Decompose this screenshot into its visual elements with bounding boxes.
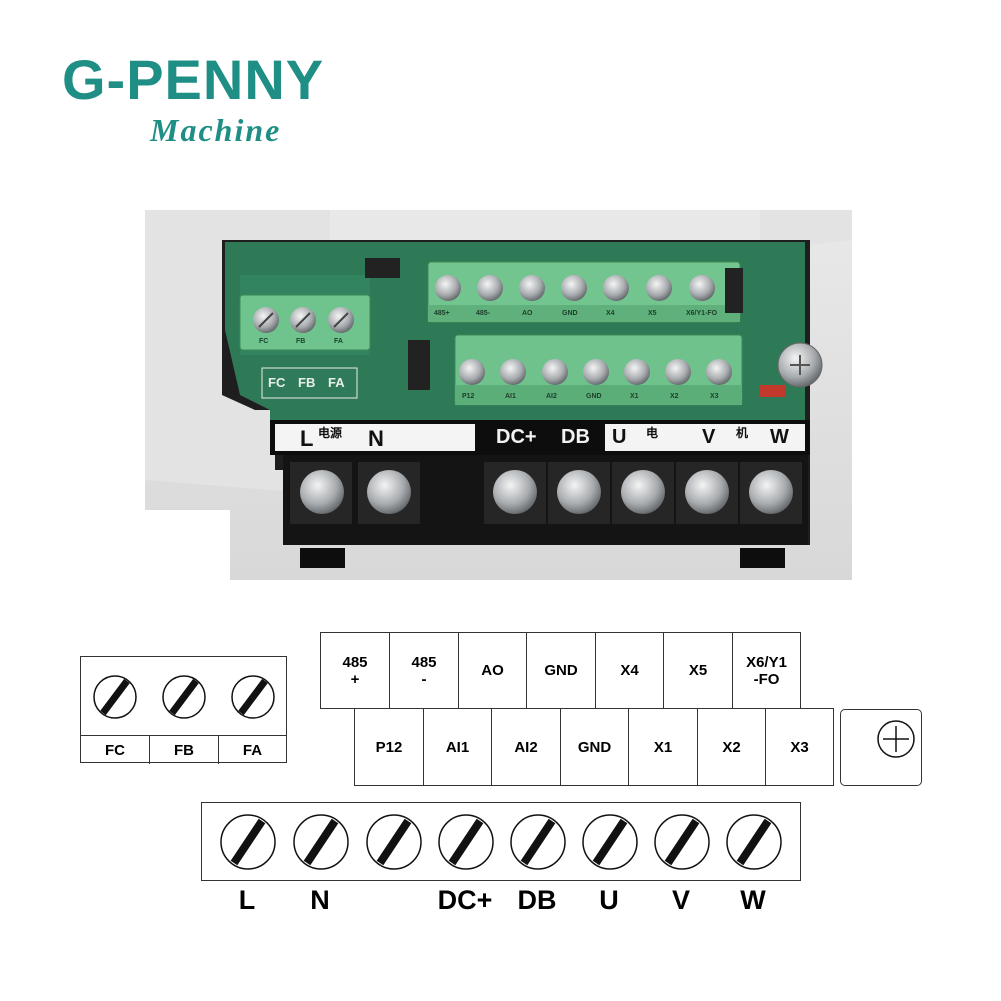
signal-terminal-bottom-photo [454,334,743,406]
brand-tagline: Machine [150,112,282,148]
photo-signal-top-label: X5 [648,310,657,317]
signal-bottom-cell: P12 [355,709,424,785]
photo-signal-top-label: AO [522,310,533,317]
power-label-l: L [238,885,256,915]
signal-bottom-cell: X1 [629,709,698,785]
photo-signal-top-label: 485+ [434,310,450,317]
power-screws [220,814,782,870]
photo-relay-label: FB [296,338,306,345]
photo-relay-label: FC [259,338,269,345]
photo-header-l: L [300,426,314,451]
screw-icon [293,814,349,870]
screw-icon [438,814,494,870]
signal-top-cell: X5 [664,633,733,708]
power-terminal-diagram [201,802,801,881]
signal-top-cell: AO [459,633,527,708]
power-header-label-ln [275,424,475,451]
signal-top-cell: X4 [596,633,664,708]
relay-label: FC [81,736,150,764]
screw-icon [582,814,638,870]
screw-icon [510,814,566,870]
photo-header-motor-cn2: 机 [736,426,749,440]
photo-signal-bottom-label: X1 [630,393,639,400]
relay-label: FA [242,741,263,759]
photo-pcb-relay-label: FB [298,375,316,390]
relay-screws [93,675,275,719]
signal-bottom-cell: GND [561,709,629,785]
photo-signal-bottom-label: GND [586,393,602,400]
screw-icon [726,814,782,870]
photo-signal-top-label: GND [562,310,578,317]
photo-header-n: N [368,426,384,451]
photo-header-l-cn: 电源 [318,426,343,440]
signal-top-cell: GND [527,633,596,708]
signal-bottom-cell: X2 [698,709,766,785]
signal-bottom-cell: AI2 [492,709,561,785]
relay-terminal-photo [239,294,371,351]
photo-header-db: DB [561,426,590,448]
screw-icon [220,814,276,870]
photo-signal-bottom-label: X3 [710,393,719,400]
relay-label: FB [150,736,219,764]
screw-icon [162,675,206,719]
power-header-label-uvw [605,424,805,451]
photo-header-dc: DC+ [496,426,537,448]
relay-label-row: FC FB FA [81,735,286,764]
screw-icon [366,814,422,870]
power-label-w: W [740,885,766,915]
relay-terminal-diagram: FC FB FA [80,656,287,764]
photo-signal-top-label: X4 [606,310,615,317]
photo-header-u: U [612,426,627,448]
power-label-u: U [599,885,619,915]
photo-signal-bottom-label: X2 [670,393,679,400]
photo-pcb-relay-label: FA [328,375,345,390]
screw-icon [93,675,137,719]
photo-signal-top-label: X6/Y1-FO [686,310,718,317]
photo-header-motor-cn1: 电 [646,426,659,440]
photo-pcb-relay-label: FC [268,375,286,390]
signal-bottom-cell: AI1 [424,709,492,785]
terminal-photo [145,210,852,580]
photo-signal-bottom-label: AI1 [505,393,516,400]
photo-signal-bottom-label: P12 [462,393,475,400]
brand-logo: G-PENNY Machine [62,48,325,149]
signal-top-cell: X6/Y1 -FO [746,653,787,688]
photo-header-v: V [702,426,716,448]
photo-relay-label: FA [334,338,343,345]
screw-icon [654,814,710,870]
signal-terminal-top-photo [427,261,741,323]
signal-row-bottom: P12 AI1 AI2 GND X1 X2 X3 [354,708,834,786]
ground-screw-icon [877,720,915,758]
photo-signal-top-label: 485- [476,310,491,317]
power-label-n: N [310,885,330,915]
signal-top-cell: 485 + [321,633,390,708]
ground-terminal-diagram [840,709,922,786]
photo-signal-bottom-label: AI2 [546,393,557,400]
power-label-dc: DC+ [437,885,493,915]
power-label-v: V [671,885,690,915]
power-label-db: DB [517,885,557,915]
signal-top-cell: 485 - [390,633,459,708]
brand-name: G-PENNY [62,48,325,111]
screw-icon [231,675,275,719]
signal-bottom-cell: X3 [790,738,809,756]
signal-row-top: 485 + 485 - AO GND X4 X5 X6/Y1 -FO [320,632,801,709]
photo-header-w: W [770,426,789,448]
